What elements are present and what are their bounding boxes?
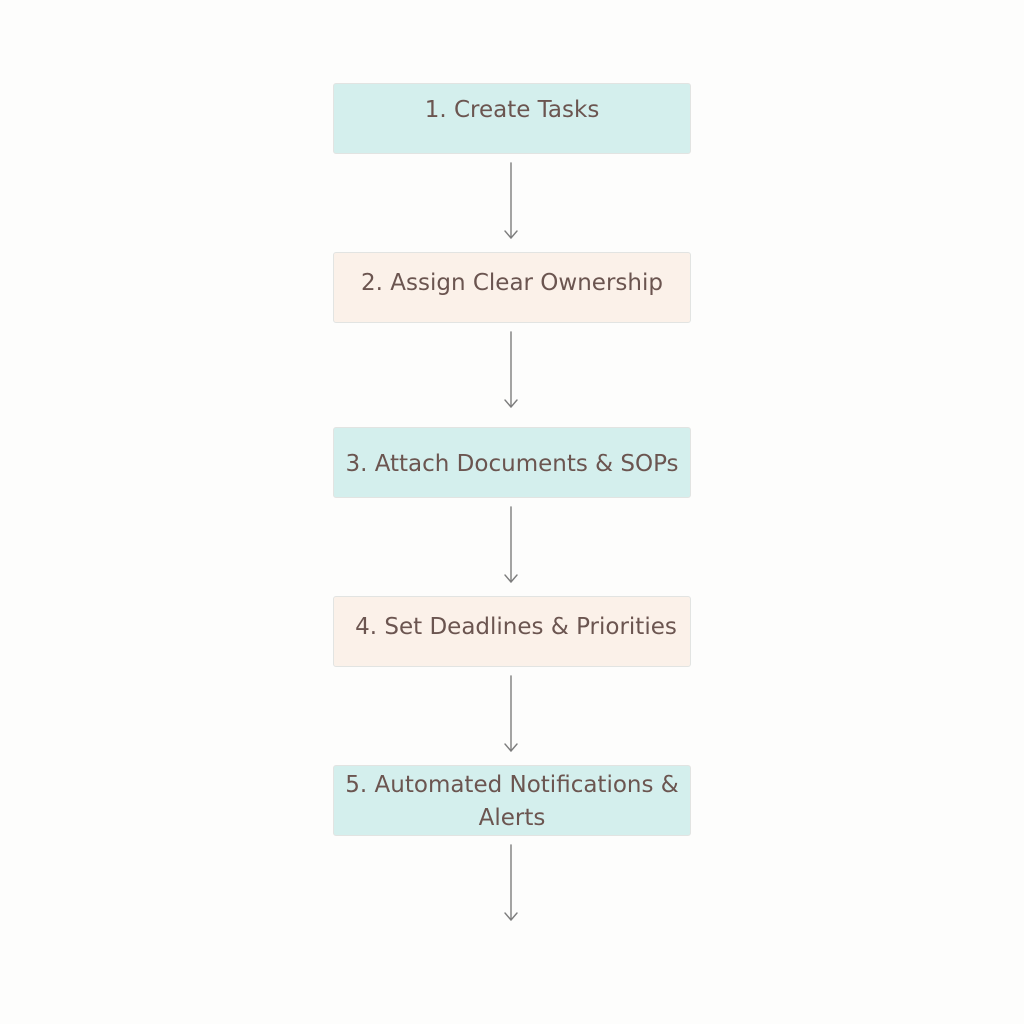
- arrow-step3-to-step4: [504, 506, 518, 583]
- arrow-step4-to-step5: [504, 675, 518, 752]
- arrow-after-step5: [504, 844, 518, 921]
- step-set-deadlines: 4. Set Deadlines & Priorities: [333, 596, 691, 667]
- arrow-step1-to-step2: [504, 162, 518, 239]
- step-label: 2. Assign Clear Ownership: [361, 270, 663, 296]
- step-automated-notifications: 5. Automated Notifications & Alerts: [333, 765, 691, 836]
- step-assign-ownership: 2. Assign Clear Ownership: [333, 252, 691, 323]
- step-label: 5. Automated Notifications & Alerts: [345, 772, 679, 831]
- step-label: 4. Set Deadlines & Priorities: [355, 614, 677, 640]
- step-label: 1. Create Tasks: [424, 97, 600, 123]
- arrow-step2-to-step3: [504, 331, 518, 408]
- step-label: 3. Attach Documents & SOPs: [345, 451, 679, 477]
- step-attach-documents: 3. Attach Documents & SOPs: [333, 427, 691, 498]
- step-create-tasks: 1. Create Tasks: [333, 83, 691, 154]
